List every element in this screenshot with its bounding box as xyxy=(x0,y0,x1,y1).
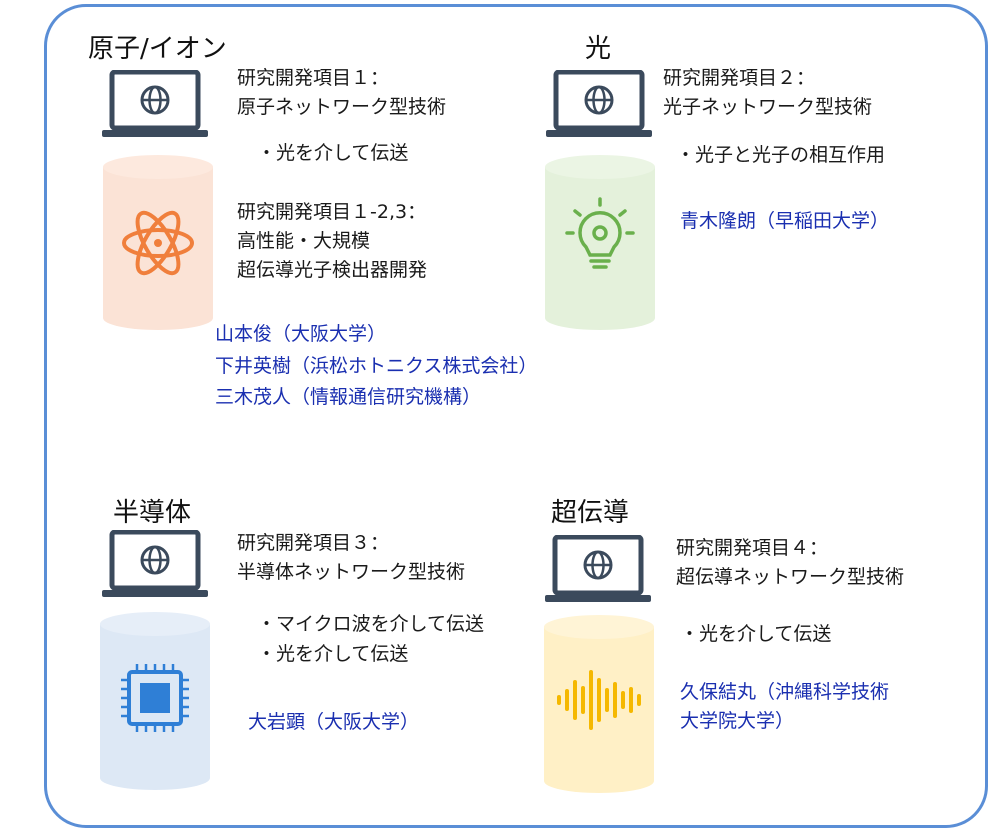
semiconductor-item-line1: 研究開発項目３： xyxy=(237,532,390,554)
light-title: 光 xyxy=(585,34,612,64)
laptop-globe-icon xyxy=(546,70,652,137)
light-item-line1: 研究開発項目２： xyxy=(663,67,816,89)
waveform-icon xyxy=(557,670,641,730)
semiconductor-bullet1: ・マイクロ波を介して伝送 xyxy=(257,613,485,635)
atom-sub-line1: 研究開発項目１-2,3： xyxy=(237,201,427,223)
laptop-globe-icon xyxy=(102,70,208,137)
diagram-frame xyxy=(44,4,988,828)
atom-title: 原子/イオン xyxy=(88,34,227,64)
atom-bullet1: ・光を介して伝送 xyxy=(257,142,409,164)
superconductor-cylinder xyxy=(544,615,654,793)
light-item-line2: 光子ネットワーク型技術 xyxy=(663,96,873,118)
light-researcher1: 青木隆朗（早稲田大学） xyxy=(680,210,890,232)
superconductor-title: 超伝導 xyxy=(551,498,630,528)
atom-sub-line3: 超伝導光子検出器開発 xyxy=(237,259,428,281)
light-cylinder xyxy=(545,155,655,330)
superconductor-researcher1: 久保結丸（沖縄科学技術 xyxy=(680,681,890,703)
atom-icon xyxy=(122,210,194,276)
semiconductor-title: 半導体 xyxy=(113,498,192,528)
superconductor-item-line1: 研究開発項目４： xyxy=(676,537,829,559)
atom-cylinder xyxy=(103,155,213,330)
semiconductor-bullet2: ・光を介して伝送 xyxy=(257,643,409,665)
atom-item-line2: 原子ネットワーク型技術 xyxy=(237,96,447,118)
semiconductor-cylinder xyxy=(100,612,210,790)
atom-item-line1: 研究開発項目１： xyxy=(237,67,390,89)
chip-icon xyxy=(121,664,189,732)
laptop-globe-icon xyxy=(545,535,651,602)
superconductor-bullet1: ・光を介して伝送 xyxy=(680,623,832,645)
semiconductor-researcher1: 大岩顕（大阪大学） xyxy=(248,711,420,733)
superconductor-researcher2: 大学院大学） xyxy=(680,710,795,732)
atom-researcher2: 下井英樹（浜松ホトニクス株式会社） xyxy=(215,355,538,377)
atom-researcher3: 三木茂人（情報通信研究機構） xyxy=(215,386,482,408)
atom-sub-line2: 高性能・大規模 xyxy=(237,230,371,252)
laptop-globe-icon xyxy=(102,530,208,597)
lightbulb-gear-icon xyxy=(565,197,635,269)
semiconductor-item-line2: 半導体ネットワーク型技術 xyxy=(237,561,466,583)
light-bullet1: ・光子と光子の相互作用 xyxy=(676,144,886,166)
atom-researcher1: 山本俊（大阪大学） xyxy=(215,323,387,345)
superconductor-item-line2: 超伝導ネットワーク型技術 xyxy=(676,566,905,588)
